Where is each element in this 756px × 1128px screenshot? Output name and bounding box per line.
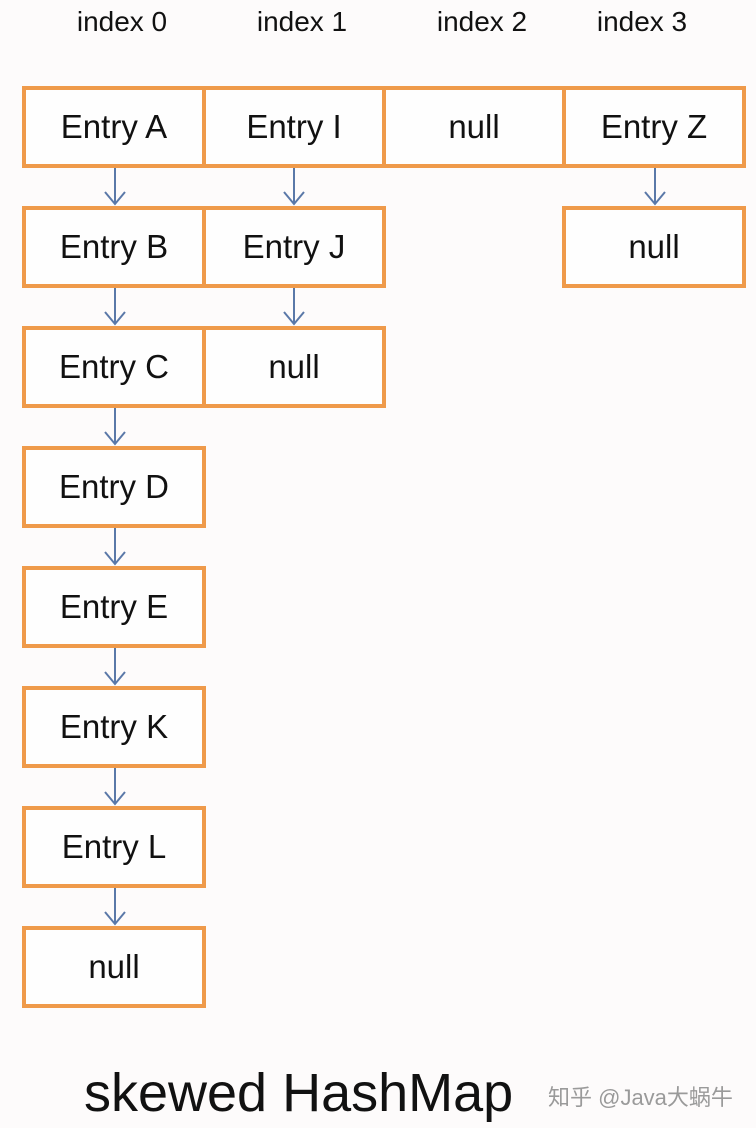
bucket-0-node-0: Entry A xyxy=(22,86,206,168)
down-arrow-icon xyxy=(283,288,305,326)
down-arrow-icon xyxy=(104,168,126,206)
down-arrow-icon xyxy=(104,768,126,806)
bucket-0-node-4: Entry E xyxy=(22,566,206,648)
down-arrow-icon xyxy=(644,168,666,206)
bucket-2-node-0: null xyxy=(382,86,566,168)
bucket-0-node-5: Entry K xyxy=(22,686,206,768)
down-arrow-icon xyxy=(104,408,126,446)
bucket-0-node-2: Entry C xyxy=(22,326,206,408)
down-arrow-icon xyxy=(104,888,126,926)
down-arrow-icon xyxy=(283,168,305,206)
bucket-0-node-7: null xyxy=(22,926,206,1008)
down-arrow-icon xyxy=(104,528,126,566)
bucket-0-node-1: Entry B xyxy=(22,206,206,288)
index-label-0: index 0 xyxy=(76,6,168,37)
bucket-1-node-1: Entry J xyxy=(202,206,386,288)
bucket-3-node-1: null xyxy=(562,206,746,288)
bucket-0-node-6: Entry L xyxy=(22,806,206,888)
down-arrow-icon xyxy=(104,648,126,686)
index-label-2: index 2 xyxy=(436,6,528,37)
bucket-1-node-0: Entry I xyxy=(202,86,386,168)
bucket-1-node-2: null xyxy=(202,326,386,408)
index-label-3: index 3 xyxy=(596,6,688,37)
bucket-3-node-0: Entry Z xyxy=(562,86,746,168)
watermark: 知乎 @Java大蜗牛 xyxy=(548,1085,733,1110)
down-arrow-icon xyxy=(104,288,126,326)
bucket-0-node-3: Entry D xyxy=(22,446,206,528)
index-label-1: index 1 xyxy=(256,6,348,37)
diagram-caption: skewed HashMap xyxy=(84,1063,514,1123)
